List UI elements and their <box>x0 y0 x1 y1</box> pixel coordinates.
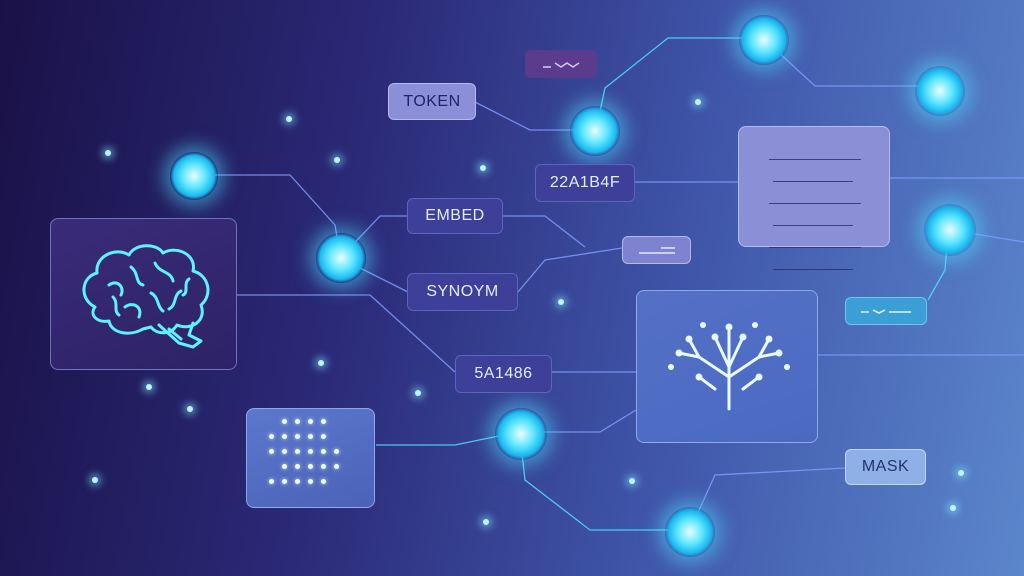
glow-node <box>495 408 547 460</box>
sparkle-dot <box>286 116 292 122</box>
matrix-dot <box>282 434 287 439</box>
sparkle-dot <box>480 165 486 171</box>
matrix-dot <box>282 464 287 469</box>
matrix-dot <box>321 449 326 454</box>
matrix-dot <box>334 449 339 454</box>
synonym-chip: SYNOYM <box>407 273 518 311</box>
glyph-text <box>543 62 580 68</box>
sparkle-dot <box>950 505 956 511</box>
glow-node <box>915 66 965 116</box>
sparkle-dot <box>146 384 152 390</box>
sparkle-dot <box>558 299 564 305</box>
token-chip: TOKEN <box>388 83 476 120</box>
sparkle-dot <box>318 360 324 366</box>
tree-panel <box>636 290 818 443</box>
number-code-chip: 5A1486 <box>455 355 552 393</box>
mask-chip: MASK <box>845 449 926 485</box>
glyph-chip <box>525 50 597 78</box>
glow-node <box>316 233 366 283</box>
embed-chip: EMBED <box>407 198 503 234</box>
matrix-dot <box>308 434 313 439</box>
sparkle-dot <box>334 157 340 163</box>
sparkle-dot <box>483 519 489 525</box>
glyph-text <box>638 247 675 254</box>
glyph-text <box>861 309 911 314</box>
tree-icon <box>668 322 790 411</box>
matrix-dot <box>308 479 313 484</box>
matrix-dot <box>295 479 300 484</box>
glow-node <box>924 204 976 256</box>
glyph-chip <box>622 236 691 264</box>
matrix-dot <box>295 464 300 469</box>
matrix-dot <box>308 464 313 469</box>
matrix-dot <box>321 434 326 439</box>
matrix-dot <box>308 419 313 424</box>
connector <box>595 37 762 131</box>
brain-icon <box>82 244 210 349</box>
matrix-dot <box>282 449 287 454</box>
hex-code-chip: 22A1B4F <box>535 164 635 202</box>
matrix-dot <box>269 479 274 484</box>
dot-matrix-panel <box>246 408 375 508</box>
matrix-dot <box>321 464 326 469</box>
sparkle-dot <box>187 406 193 412</box>
glow-node <box>739 15 789 65</box>
matrix-dot <box>321 419 326 424</box>
sparkle-dot <box>105 150 111 156</box>
glyph-chip <box>845 297 927 325</box>
sparkle-dot <box>695 99 701 105</box>
sparkle-dot <box>92 477 98 483</box>
connector <box>517 247 623 293</box>
brain-panel <box>50 218 237 370</box>
connector <box>689 467 846 531</box>
matrix-dot <box>269 434 274 439</box>
connector <box>502 215 586 248</box>
dot-matrix-icon <box>269 419 349 499</box>
glow-node <box>665 507 715 557</box>
matrix-dot <box>269 449 274 454</box>
glow-node <box>570 106 620 156</box>
sparkle-dot <box>958 470 964 476</box>
matrix-dot <box>282 479 287 484</box>
document-icon <box>769 149 865 281</box>
matrix-dot <box>334 464 339 469</box>
matrix-dot <box>308 449 313 454</box>
connector <box>764 39 935 87</box>
sparkle-dot <box>629 478 635 484</box>
matrix-dot <box>321 479 326 484</box>
matrix-dot <box>295 434 300 439</box>
matrix-dot <box>295 419 300 424</box>
matrix-dot <box>295 449 300 454</box>
document-panel <box>738 126 890 270</box>
sparkle-dot <box>415 390 421 396</box>
connector <box>237 294 456 373</box>
connector <box>540 409 637 433</box>
connector <box>519 434 688 531</box>
glow-node <box>170 152 218 200</box>
matrix-dot <box>282 419 287 424</box>
